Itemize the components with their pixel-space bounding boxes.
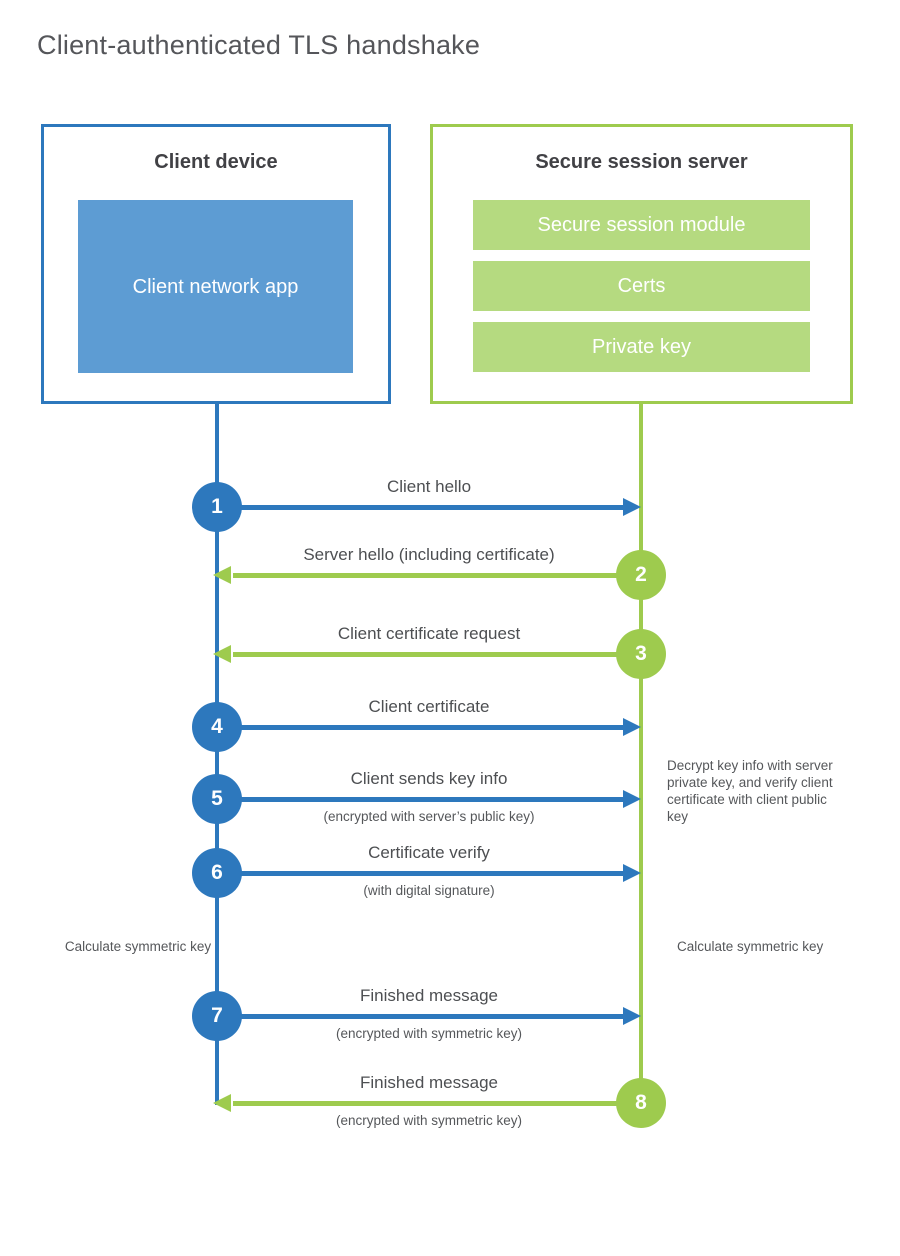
client-lifeline xyxy=(215,401,219,1105)
message-1-arrow xyxy=(217,504,625,510)
arrow-left-icon xyxy=(213,1094,231,1112)
message-5-sublabel: (encrypted with server’s public key) xyxy=(323,809,535,824)
page-title: Client-authenticated TLS handshake xyxy=(37,30,481,60)
step-2-badge: 2 xyxy=(616,550,666,600)
step-5-badge: 5 xyxy=(192,774,242,824)
message-5-label: Client sends key info xyxy=(350,769,508,788)
arrow-right-icon xyxy=(623,864,641,882)
secure-session-server-box: Secure session server Secure session mod… xyxy=(430,124,853,404)
message-4-label: Client certificate xyxy=(368,697,490,716)
arrow-right-icon xyxy=(623,790,641,808)
client-device-title: Client device xyxy=(154,151,278,173)
message-7-sublabel: (encrypted with symmetric key) xyxy=(335,1026,523,1041)
secure-session-server-title: Secure session server xyxy=(535,151,748,173)
server-module-private-key: Private key xyxy=(473,322,810,372)
client-calculate-symmetric-key-note: Calculate symmetric key xyxy=(64,939,212,954)
client-device-box: Client device Client network app xyxy=(41,124,391,404)
arrow-right-icon xyxy=(623,498,641,516)
message-5-arrow xyxy=(217,796,625,802)
server-module-secure-session-module: Secure session module xyxy=(473,200,810,250)
arrow-left-icon xyxy=(213,566,231,584)
step-6-badge: 6 xyxy=(192,848,242,898)
step-7-badge: 7 xyxy=(192,991,242,1041)
client-network-app-box: Client network app xyxy=(78,200,353,373)
arrow-right-icon xyxy=(623,718,641,736)
message-2-arrow xyxy=(233,572,641,578)
step-1-badge: 1 xyxy=(192,482,242,532)
message-1-label: Client hello xyxy=(386,477,472,496)
message-3-arrow xyxy=(233,651,641,657)
step-3-badge: 3 xyxy=(616,629,666,679)
server-calculate-symmetric-key-note: Calculate symmetric key xyxy=(677,939,824,954)
client-network-app-label: Client network app xyxy=(132,275,299,298)
message-6-label: Certificate verify xyxy=(368,843,490,862)
server-module-certs: Certs xyxy=(473,261,810,311)
message-6-arrow xyxy=(217,870,625,876)
server-decrypt-note: Decrypt key info with server private key… xyxy=(667,758,833,824)
message-2-label: Server hello (including certificate) xyxy=(303,545,555,564)
server-lifeline xyxy=(639,401,643,1105)
step-8-badge: 8 xyxy=(616,1078,666,1128)
arrow-left-icon xyxy=(213,645,231,663)
message-6-sublabel: (with digital signature) xyxy=(363,883,495,898)
step-4-badge: 4 xyxy=(192,702,242,752)
message-8-arrow xyxy=(233,1100,641,1106)
message-4-arrow xyxy=(217,724,625,730)
message-7-label: Finished message xyxy=(360,986,498,1005)
message-3-label: Client certificate request xyxy=(337,624,521,643)
message-7-arrow xyxy=(217,1013,625,1019)
arrow-right-icon xyxy=(623,1007,641,1025)
message-8-label: Finished message xyxy=(360,1073,498,1092)
message-8-sublabel: (encrypted with symmetric key) xyxy=(335,1113,523,1128)
